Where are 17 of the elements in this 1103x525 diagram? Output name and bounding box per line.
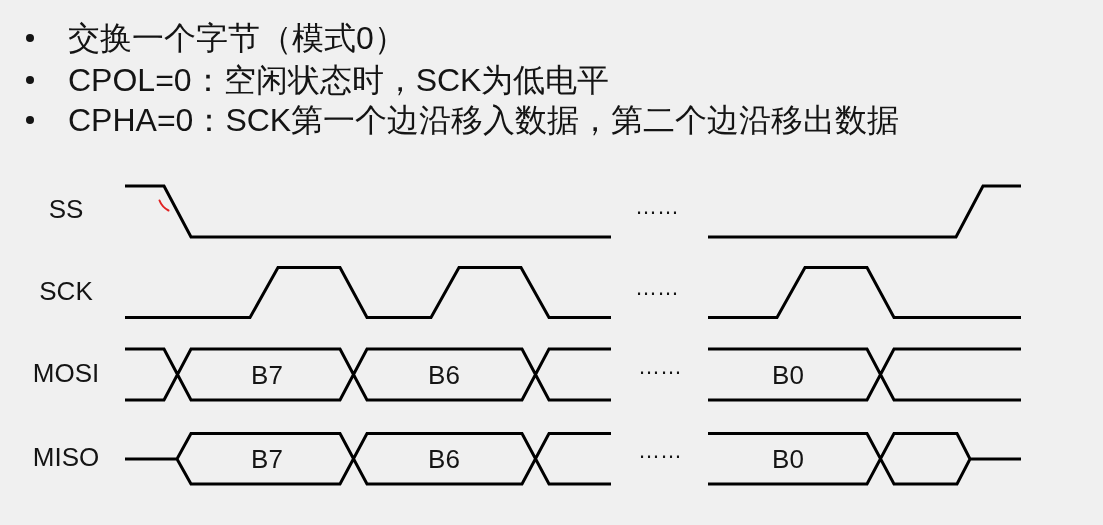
bit-label: B0: [772, 446, 804, 472]
signal-name: SS: [48, 196, 84, 222]
ellipsis: ……: [638, 440, 682, 462]
bit-label: B7: [251, 362, 283, 388]
signal-name: MOSI: [32, 360, 100, 386]
list-item-text: 交换一个字节（模式0）: [68, 22, 406, 54]
ellipsis: ……: [635, 277, 679, 299]
bit-label: B0: [772, 362, 804, 388]
list-item-text: CPHA=0：SCK第一个边沿移入数据，第二个边沿移出数据: [68, 104, 900, 136]
bit-label: B7: [251, 446, 283, 472]
ellipsis: ……: [635, 196, 679, 218]
list-item-text: CPOL=0：空闲状态时，SCK为低电平: [68, 64, 610, 96]
bit-label: B6: [428, 446, 460, 472]
signal-name: MISO: [32, 444, 100, 470]
bit-label: B6: [428, 362, 460, 388]
signal-name: SCK: [39, 278, 93, 304]
ellipsis: ……: [638, 356, 682, 378]
